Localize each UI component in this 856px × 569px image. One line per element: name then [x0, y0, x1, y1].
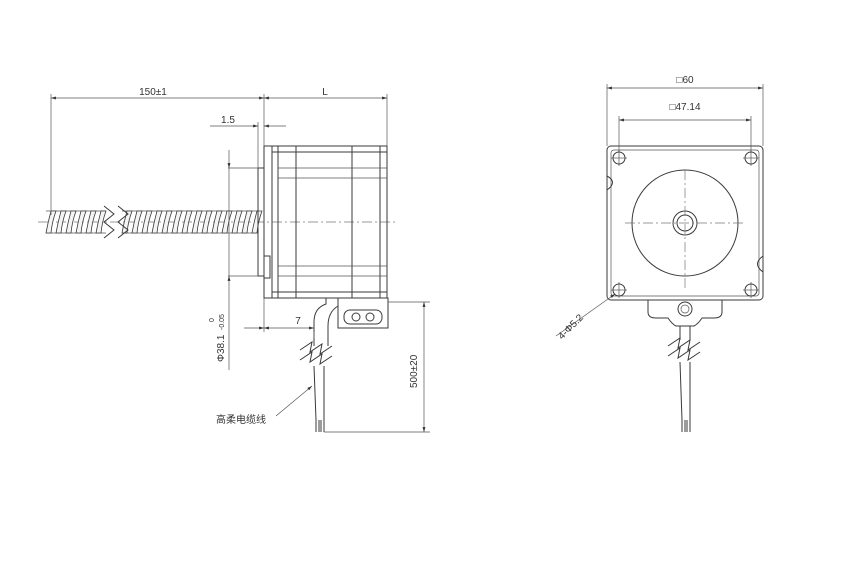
dim-body-length-label: L [322, 87, 328, 98]
screw-thread [131, 210, 143, 234]
connector-housing [313, 297, 389, 338]
dim-boss-tol-upper: 0 [209, 318, 216, 322]
screw-thread [55, 210, 67, 234]
cable-side [299, 338, 333, 432]
screw-thread [211, 210, 223, 234]
break-mark-right [117, 205, 129, 239]
screw-thread [45, 210, 57, 234]
break-mark-left [103, 205, 115, 239]
screw-thread [65, 210, 77, 234]
dim-cable-offset: 7 [244, 298, 315, 338]
screw-thread [201, 210, 213, 234]
mount-hole-tr [743, 150, 759, 166]
dim-shaft-length: 150±1 [50, 87, 265, 215]
dim-mount-holes-label: 4-Φ5.2 [556, 312, 586, 342]
dim-mount-holes: 4-Φ5.2 [555, 293, 616, 342]
front-cable [667, 326, 701, 432]
side-view: 150±1 L 1.5 Φ38.1 0 -0.05 [38, 87, 430, 433]
screw-thread [181, 210, 193, 234]
dim-body-length: L [264, 87, 388, 146]
mount-hole-bl [611, 282, 627, 298]
dim-cable-length: 500±20 [324, 301, 430, 433]
dim-flange-thickness-label: 1.5 [221, 115, 235, 126]
flange-notch-left [606, 175, 613, 191]
dim-cable-offset-label: 7 [295, 316, 301, 327]
screw-thread [141, 210, 153, 234]
dim-frame-size: □60 [606, 75, 764, 146]
screw-thread [85, 210, 97, 234]
screw-thread [191, 210, 203, 234]
front-cable-housing [647, 300, 723, 327]
screw-thread [171, 210, 183, 234]
dim-bolt-pitch-label: □47.14 [669, 102, 701, 113]
mount-hole-br [743, 282, 759, 298]
dim-boss-tol-lower: -0.05 [219, 314, 226, 330]
cable-callout: 高柔电缆线 [216, 385, 313, 426]
mount-hole-tl [611, 150, 627, 166]
front-flange-inner [610, 149, 760, 297]
dim-cable-length-label: 500±20 [409, 354, 420, 388]
screw-thread [161, 210, 173, 234]
screw-thread [241, 210, 253, 234]
dim-frame-size-label: □60 [676, 75, 694, 86]
front-flange [228, 145, 273, 299]
dim-flange-thickness: 1.5 [210, 115, 286, 168]
screw-thread [151, 210, 163, 234]
screw-thread [221, 210, 233, 234]
flange-notch-right [757, 255, 764, 273]
front-flange-square [606, 145, 764, 301]
cable-label: 高柔电缆线 [216, 413, 266, 426]
front-view: □60 □47.14 4-Φ5.2 [555, 75, 764, 432]
dim-boss-diameter: Φ38.1 0 -0.05 [209, 150, 231, 370]
dim-boss-diameter-label: Φ38.1 [216, 334, 227, 362]
motor-body [271, 145, 388, 299]
screw-thread [75, 210, 87, 234]
dim-shaft-length-label: 150±1 [139, 87, 167, 98]
screw-left-segment [45, 210, 107, 234]
lead-screw [38, 205, 398, 239]
dim-bolt-pitch: □47.14 [618, 102, 752, 152]
screw-thread [95, 210, 107, 234]
screw-thread [231, 210, 243, 234]
